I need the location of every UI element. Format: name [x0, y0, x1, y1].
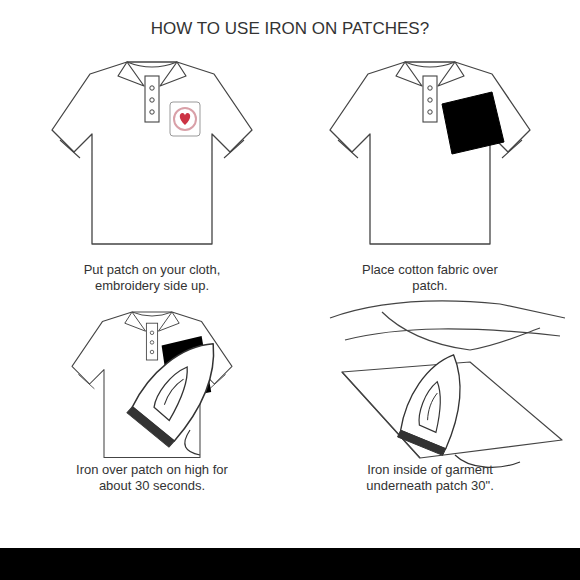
step-caption: Put patch on your cloth, embroidery side…	[50, 262, 255, 295]
shirt-with-patch	[52, 62, 252, 244]
shirt-with-cloth	[330, 62, 530, 244]
iron	[124, 326, 234, 449]
title: HOW TO USE IRON ON PATCHES?	[40, 18, 540, 39]
bottom-bar	[0, 548, 580, 580]
iron-inside	[396, 346, 475, 456]
step-caption: Iron over patch on high for about 30 sec…	[70, 462, 235, 495]
step-caption: Place cotton fabric over patch.	[360, 262, 500, 295]
iron-cord	[185, 430, 200, 455]
garment-inside-view	[330, 301, 565, 458]
step-caption: Iron inside of garment underneath patch …	[343, 462, 518, 495]
